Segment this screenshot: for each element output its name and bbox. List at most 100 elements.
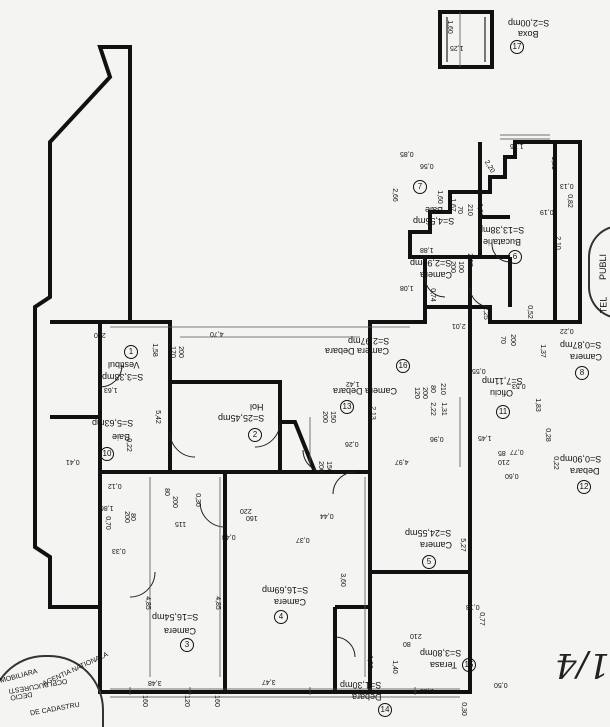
dim-label: 3,60 — [338, 573, 346, 587]
room-label-4: Camera — [274, 597, 307, 607]
room-label-16: Camera Debara — [325, 346, 390, 356]
room-number-8: 8 — [575, 366, 589, 380]
opening-label: 200 — [508, 334, 516, 346]
dim-label: 0,19 — [540, 208, 554, 215]
dim-label: 0,26 — [345, 440, 359, 447]
dim-label: 0,30 — [193, 493, 201, 507]
dim-label: 0,22 — [551, 456, 559, 470]
room-number-15: 15 — [462, 658, 476, 672]
room-number-14: 14 — [378, 703, 392, 717]
dim-label: 0,33 — [112, 547, 126, 554]
dim-label: 0,96 — [430, 435, 444, 442]
dim-label: 1,30 — [365, 655, 373, 669]
dim-label: 0,18 — [466, 603, 480, 610]
opening-label: 70 — [455, 206, 463, 214]
opening-label: 80 — [428, 385, 436, 393]
dim-label: 0,85 — [400, 150, 414, 157]
dim-label: 1,37 — [538, 344, 546, 358]
dim-label: 0,82 — [565, 194, 573, 208]
dim-label: 1,60 — [445, 20, 453, 34]
opening-label: 70 — [498, 336, 506, 344]
dim-label: 1,76 — [510, 142, 524, 149]
dim-label: 1,42 — [346, 380, 360, 387]
dim-label: 0,74 — [428, 288, 436, 302]
dim-label: 0,22 — [560, 327, 574, 334]
dim-label: 5,42 — [153, 410, 161, 424]
room-number-4: 4 — [274, 610, 288, 624]
door-swings — [99, 243, 511, 658]
dim-label: 1,45 — [478, 434, 492, 441]
dim-label: 1,25 — [450, 44, 464, 51]
dim-label: 0,30 — [459, 702, 467, 716]
dim-label: 3,48 — [148, 679, 162, 686]
room-area-5: S=24,55mp — [405, 528, 452, 538]
dim-label: 0,48 — [222, 533, 236, 540]
opening-label: 210 — [438, 383, 446, 395]
room-area-4: S=16,69mp — [262, 585, 309, 595]
margin-text: TEL — [598, 296, 609, 314]
room-area-15: S=3,80mp — [420, 648, 462, 658]
dim-label: 1,31 — [439, 402, 447, 416]
window-hatching — [110, 134, 550, 698]
room-area-2: S=25,45mp — [218, 413, 265, 423]
dim-label: 0,70 — [103, 516, 111, 530]
dim-label: 4,85 — [143, 596, 151, 610]
opening-label: 200 — [94, 331, 106, 338]
room-area-16: S=2,97mp — [348, 336, 390, 346]
room-number-3: 3 — [180, 638, 194, 652]
room-number-1: 1 — [124, 345, 138, 359]
dim-label: 1,60 — [435, 190, 443, 204]
dim-label: 0,77 — [510, 448, 524, 455]
dim-label: 0,56 — [420, 162, 434, 169]
dim-label: 0,77 — [477, 612, 485, 626]
room-area-14: S=1,30mp — [340, 680, 382, 690]
dim-label: 1,86 — [100, 504, 114, 511]
opening-label: 150 — [328, 411, 336, 423]
dim-label: 0,44 — [320, 512, 334, 519]
dim-label: 4,70 — [210, 330, 224, 337]
room-label-2: Hol — [250, 402, 264, 412]
opening-label: 120 — [182, 695, 190, 707]
room-label-11: Oficiu — [490, 388, 514, 398]
opening-label: 210 — [465, 204, 473, 216]
dim-label: 0,22 — [124, 438, 132, 452]
room-number-11: 11 — [496, 405, 510, 419]
room-area-8: S=0,87mp — [560, 340, 602, 350]
room-label-17: Boxa — [518, 29, 539, 39]
room-number-12: 12 — [577, 480, 591, 494]
room-label-1: Vestibul — [108, 360, 140, 370]
room-area-9: S=2,90mp — [410, 258, 452, 268]
margin-text: PUBLI — [598, 253, 609, 281]
opening-label: 210 — [410, 632, 422, 639]
handwritten-signature: 1/4 — [555, 645, 610, 685]
room-label-12: Debara — [570, 466, 600, 476]
opening-label: 210 — [498, 458, 510, 465]
dim-label: 2,22 — [428, 402, 436, 416]
dim-label: 0,12 — [108, 482, 122, 489]
opening-label: 200 — [176, 346, 184, 358]
room-number-13: 13 — [340, 400, 354, 414]
room-label-5: Camera — [420, 540, 453, 550]
opening-label: 200 — [448, 261, 456, 273]
dim-label: 4,97 — [395, 458, 409, 465]
main-walls — [33, 45, 472, 694]
opening-label: 160 — [212, 695, 220, 707]
room-number-17: 17 — [510, 40, 524, 54]
opening-label: 115 — [175, 520, 187, 527]
boxa-walls — [438, 10, 494, 69]
dim-label: 2,25 — [481, 306, 489, 320]
opening-label: 220 — [240, 507, 252, 514]
room-label-15: Terasa — [430, 660, 458, 670]
room-area-6: S=13,38mp — [478, 225, 525, 235]
room-label-6: Bucatarie — [483, 237, 522, 247]
room-area-1: S=3,33mp — [102, 372, 144, 382]
dim-label: 0,13 — [560, 182, 574, 189]
dim-label: 2,13 — [368, 406, 376, 420]
dimension-lines — [110, 12, 461, 677]
dim-label: 2,10 — [553, 236, 561, 250]
opening-label: 80 — [128, 513, 136, 521]
dim-label: 0,53 — [512, 382, 526, 389]
opening-label: 80 — [403, 640, 411, 647]
dim-label: 1,88 — [420, 246, 434, 253]
